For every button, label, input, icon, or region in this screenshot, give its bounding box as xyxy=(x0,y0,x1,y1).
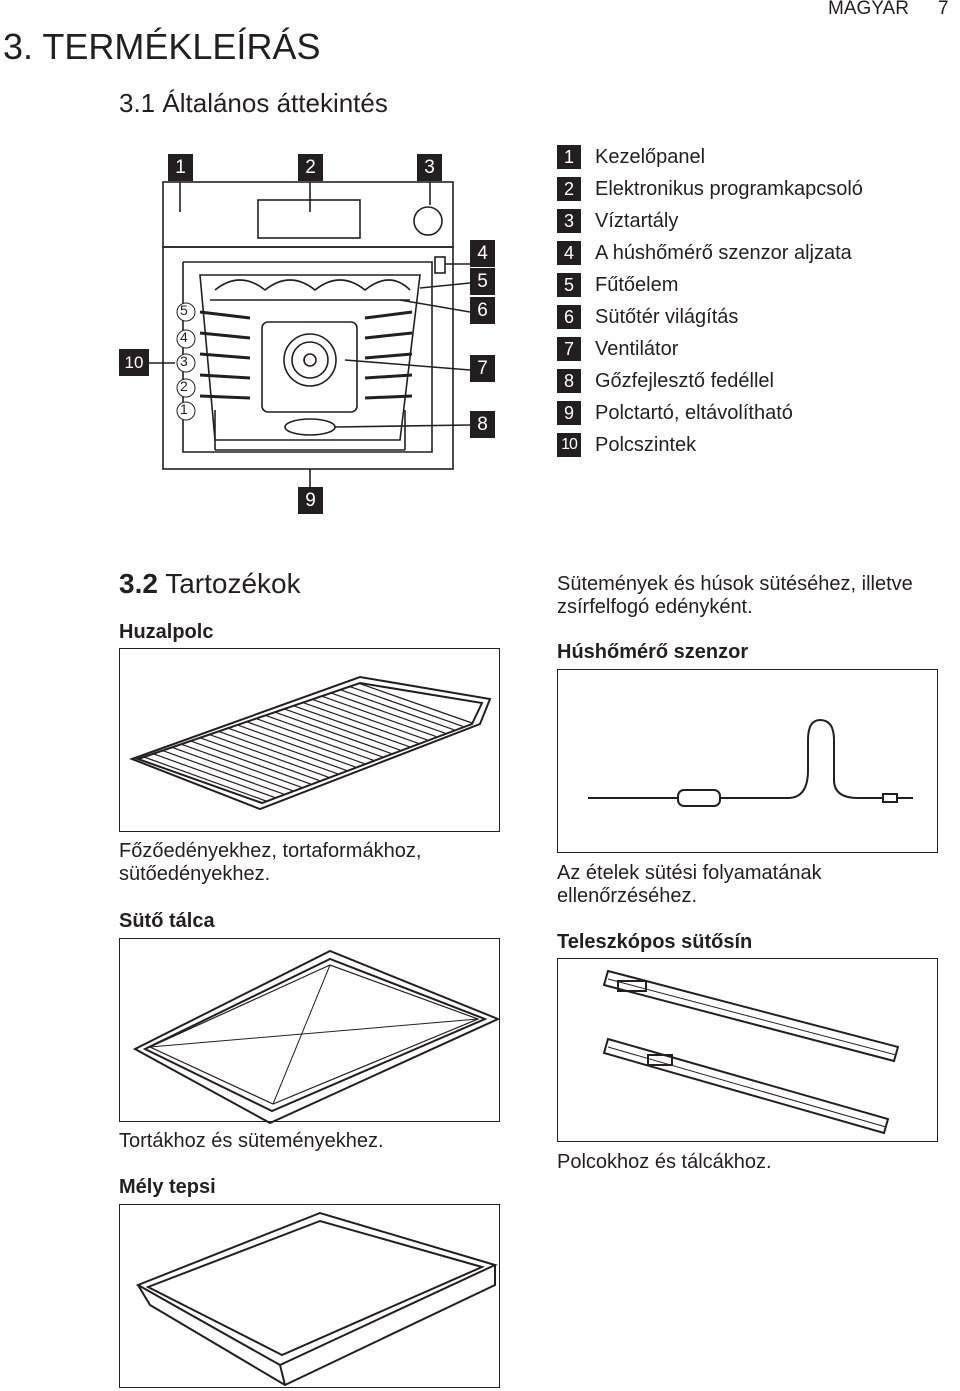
legend-item: 5 Fűtőelem xyxy=(557,269,863,301)
accessory-desc-telescopic-runner: Polcokhoz és tálcákhoz. xyxy=(557,1151,772,1173)
legend-number: 3 xyxy=(557,209,581,233)
accessory-name-baking-tray: Sütő tálca xyxy=(119,910,215,932)
subsection-title-accessories: 3.2 Tartozékok xyxy=(119,568,301,600)
callout-5: 5 xyxy=(470,268,495,295)
section-number: 3. xyxy=(3,26,34,67)
accessory-desc-meat-probe: Az ételek sütési folyamatának ellenőrzés… xyxy=(557,862,822,907)
telescopic-runner-image xyxy=(557,958,938,1142)
accessory-name-meat-probe: Húshőmérő szenzor xyxy=(557,641,749,663)
section-title-text: TERMÉKLEÍRÁS xyxy=(42,26,321,67)
callout-4: 4 xyxy=(470,240,495,267)
legend-number: 6 xyxy=(557,305,581,329)
legend-number: 2 xyxy=(557,177,581,201)
deep-pan-image xyxy=(119,1204,500,1388)
accessory-desc-deep-pan: Sütemények és húsok sütéséhez, illetve z… xyxy=(557,573,913,618)
accessory-name-telescopic-runner: Teleszkópos sütősín xyxy=(557,931,753,953)
callout-6: 6 xyxy=(470,297,495,324)
accessory-name-deep-pan: Mély tepsi xyxy=(119,1176,216,1198)
subsection-title-overview: 3.1 Általános áttekintés xyxy=(119,88,388,119)
telescopic-runner-drawing xyxy=(602,969,900,1135)
accessory-desc-wire-shelf: Főzőedényekhez, tortaformákhoz, sütőedén… xyxy=(119,840,422,885)
callout-9: 9 xyxy=(298,487,323,514)
legend-label: A húshőmérő szenzor aljzata xyxy=(595,241,852,264)
subsection-number: 3.1 xyxy=(119,88,156,118)
legend-label: Elektronikus programkapcsoló xyxy=(595,177,863,200)
callout-7: 7 xyxy=(470,355,495,382)
baking-tray-drawing xyxy=(132,949,501,1125)
legend-label: Fűtőelem xyxy=(595,273,679,296)
accessory-name-wire-shelf: Huzalpolc xyxy=(119,621,214,643)
shelf-level-1: 1 xyxy=(180,401,188,417)
legend-number: 5 xyxy=(557,273,581,297)
accessories-number: 3.2 xyxy=(119,568,158,599)
legend-item: 3 Víztartály xyxy=(557,205,863,237)
legend-item: 9 Polctartó, eltávolítható xyxy=(557,397,863,429)
subsection-title-text: Általános áttekintés xyxy=(162,88,388,118)
legend-number: 4 xyxy=(557,241,581,265)
legend-item: 10 Polcszintek xyxy=(557,429,863,461)
section-title: 3. TERMÉKLEÍRÁS xyxy=(3,26,320,68)
legend-number: 8 xyxy=(557,369,581,393)
callout-10: 10 xyxy=(119,349,149,376)
callout-8: 8 xyxy=(470,411,495,438)
meat-probe-drawing xyxy=(588,718,913,807)
legend-label: Gőzfejlesztő fedéllel xyxy=(595,369,774,392)
legend-item: 1 Kezelőpanel xyxy=(557,141,863,173)
accessories-title: Tartozékok xyxy=(165,568,301,599)
legend-label: Víztartály xyxy=(595,209,679,232)
page-number: 7 xyxy=(938,0,949,19)
legend-label: Polctartó, eltávolítható xyxy=(595,401,793,424)
wire-shelf-drawing xyxy=(129,675,492,811)
accessory-desc-baking-tray: Tortákhoz és süteményekhez. xyxy=(119,1130,384,1152)
legend-label: Sütőtér világítás xyxy=(595,305,739,328)
legend-item: 8 Gőzfejlesztő fedéllel xyxy=(557,365,863,397)
shelf-level-2: 2 xyxy=(180,378,188,394)
language-label: MAGYAR xyxy=(828,0,909,19)
legend-item: 6 Sütőtér világítás xyxy=(557,301,863,333)
baking-tray-image xyxy=(119,938,501,1125)
deep-pan-drawing xyxy=(135,1211,498,1387)
callout-3: 3 xyxy=(417,154,442,181)
legend-item: 2 Elektronikus programkapcsoló xyxy=(557,173,863,205)
callout-1: 1 xyxy=(168,154,193,181)
callout-2: 2 xyxy=(298,154,323,181)
legend-label: Polcszintek xyxy=(595,433,697,456)
legend-label: Ventilátor xyxy=(595,337,679,360)
shelf-level-4: 4 xyxy=(180,329,188,345)
meat-probe-image xyxy=(557,669,938,853)
legend-number: 7 xyxy=(557,337,581,361)
oven-overview-diagram xyxy=(148,181,471,490)
legend-label: Kezelőpanel xyxy=(595,145,706,168)
overview-legend: 1 Kezelőpanel 2 Elektronikus programkapcso… xyxy=(557,141,863,461)
legend-number: 10 xyxy=(557,433,581,457)
legend-number: 9 xyxy=(557,401,581,425)
shelf-level-5: 5 xyxy=(180,302,188,318)
legend-item: 7 Ventilátor xyxy=(557,333,863,365)
legend-item: 4 A húshőmérő szenzor aljzata xyxy=(557,237,863,269)
shelf-level-3: 3 xyxy=(180,353,188,369)
legend-number: 1 xyxy=(557,145,581,169)
wire-shelf-image xyxy=(119,648,500,832)
